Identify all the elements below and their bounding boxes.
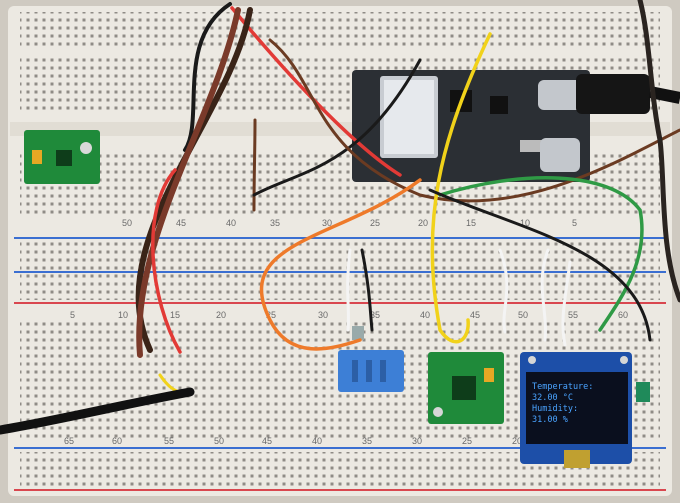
col-label: 40 (312, 436, 322, 446)
oled-temperature-label: Temperature: (532, 382, 593, 392)
col-label: 5 (572, 218, 577, 228)
col-label: 20 (418, 218, 428, 228)
sensor-module-center (428, 352, 504, 424)
red-wire-left (151, 168, 182, 354)
white-wire-4 (561, 260, 572, 347)
top-power-rail-holes (20, 12, 660, 46)
oled-screen (526, 372, 628, 444)
top-column-numbers: 50 45 40 35 30 25 20 15 10 5 (122, 218, 577, 228)
green-wire (438, 176, 644, 332)
col-label: 25 (266, 310, 276, 320)
col-label: 35 (370, 310, 380, 320)
col-label: 55 (568, 310, 578, 320)
black-wire-top (183, 2, 232, 152)
oled-temperature-value: 32.00 °C (532, 393, 573, 403)
yellow-wire-center (430, 32, 492, 344)
dark-red-wire-left (136, 7, 241, 358)
black-wire-dht (360, 248, 374, 332)
brown-wire-resistor (252, 118, 257, 212)
col-label: 45 (262, 436, 272, 446)
col-label: 50 (214, 436, 224, 446)
col-label: 35 (362, 436, 372, 446)
oled-display-module: Temperature: 32.00 °C Humidity: 31.00 % (520, 352, 632, 468)
col-label: 45 (470, 310, 480, 320)
green-block (636, 382, 650, 402)
white-wire-1 (346, 248, 352, 332)
wires (0, 0, 680, 435)
col-label: 40 (226, 218, 236, 228)
brown-wire-long (268, 38, 680, 203)
white-wire-3 (540, 248, 550, 342)
col-label: 30 (322, 218, 332, 228)
oled-humidity-label: Humidity: (532, 404, 578, 414)
mid-column-numbers: 5 10 15 20 25 30 35 40 45 50 55 60 (70, 310, 628, 320)
col-label: 55 (164, 436, 174, 446)
col-label: 50 (122, 218, 132, 228)
col-label: 10 (520, 218, 530, 228)
esp32-dev-board (352, 70, 590, 182)
red-wire-top (230, 6, 402, 177)
dark-cable-right (637, 0, 680, 303)
usb-cable-plug (576, 74, 650, 114)
col-label: 40 (420, 310, 430, 320)
white-wire-2 (498, 248, 509, 334)
dht-sensor (338, 326, 404, 392)
black-cable-bottom-left (0, 387, 195, 435)
col-label: 35 (270, 218, 280, 228)
col-label: 20 (512, 436, 522, 446)
col-label: 15 (466, 218, 476, 228)
col-label: 25 (462, 436, 472, 446)
col-label: 30 (318, 310, 328, 320)
oled-humidity-value: 31.00 % (532, 415, 568, 425)
col-label: 20 (216, 310, 226, 320)
black-wire-esp (252, 58, 422, 197)
col-label: 15 (170, 310, 180, 320)
black-wire-right (428, 188, 652, 342)
col-label: 65 (64, 436, 74, 446)
col-label: 60 (112, 436, 122, 446)
col-label: 60 (618, 310, 628, 320)
col-label: 45 (176, 218, 186, 228)
col-label: 50 (518, 310, 528, 320)
col-label: 25 (370, 218, 380, 228)
col-label: 5 (70, 310, 75, 320)
sensor-module-top-left (24, 130, 100, 184)
col-label: 30 (412, 436, 422, 446)
col-label: 10 (118, 310, 128, 320)
orange-wire (259, 178, 422, 351)
